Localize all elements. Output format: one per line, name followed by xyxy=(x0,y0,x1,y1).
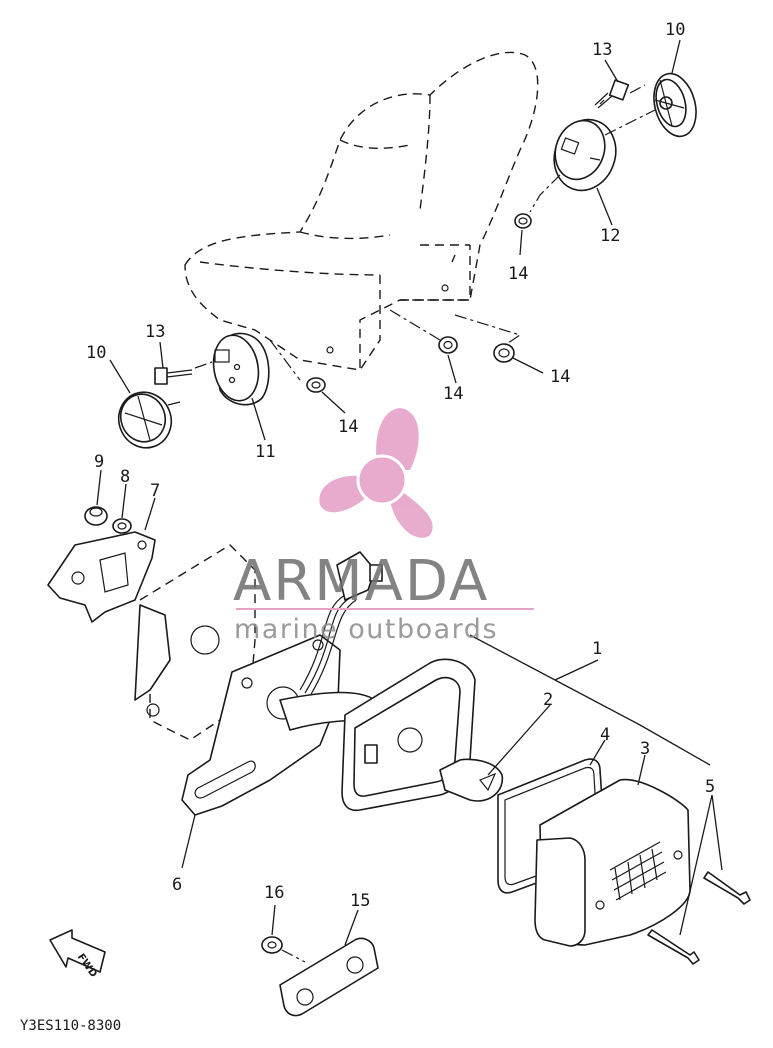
watermark-tagline: marine outboards xyxy=(234,614,498,645)
callout-9: 9 xyxy=(94,452,104,472)
callout-14-center: 14 xyxy=(443,384,463,404)
fwd-arrow-icon: FWD xyxy=(49,929,106,980)
bracket-7 xyxy=(47,531,156,623)
callout-12: 12 xyxy=(600,226,620,246)
reflector-15 xyxy=(279,937,379,1017)
screw-left xyxy=(154,367,193,385)
reflector-left xyxy=(117,391,181,449)
lens-3 xyxy=(534,778,691,947)
callout-13-lower: 13 xyxy=(145,322,165,342)
washer-8 xyxy=(112,518,132,534)
callout-10-upper: 10 xyxy=(665,20,685,40)
callout-16: 16 xyxy=(264,883,284,903)
armada-logo-icon xyxy=(319,408,433,538)
nut-right-upper xyxy=(514,213,532,229)
callout-4: 4 xyxy=(600,725,610,745)
nut-left xyxy=(306,377,326,393)
bulb-2 xyxy=(439,758,504,802)
callout-3: 3 xyxy=(640,739,650,759)
nut-16 xyxy=(261,936,306,963)
leader-lines xyxy=(96,39,723,946)
callout-2: 2 xyxy=(543,690,553,710)
screw-right xyxy=(594,79,630,109)
reflector-right xyxy=(653,72,697,138)
screw-5-upper xyxy=(703,871,751,905)
reflector-housing-right xyxy=(553,118,617,192)
callout-10-lower: 10 xyxy=(86,343,106,363)
callout-numbers: 1 2 3 4 5 6 7 8 9 10 10 11 12 13 13 14 1… xyxy=(86,20,715,911)
callout-8: 8 xyxy=(120,467,130,487)
callout-14-upper: 14 xyxy=(508,264,528,284)
callout-14-right: 14 xyxy=(550,367,570,387)
license-bracket-6 xyxy=(181,634,341,816)
callout-1: 1 xyxy=(592,639,602,659)
wire-harness xyxy=(299,551,383,697)
callout-15: 15 xyxy=(350,891,370,911)
watermark-brand: ARMADA xyxy=(233,549,489,614)
rear-frame-outline xyxy=(184,51,539,371)
reflector-housing-left xyxy=(212,332,270,406)
nut-center xyxy=(438,336,458,354)
lens-grid xyxy=(609,841,667,901)
screw-5-lower xyxy=(647,929,700,965)
callout-6: 6 xyxy=(172,875,182,895)
callout-5: 5 xyxy=(705,777,715,797)
diagram-code: Y3ES110-8300 xyxy=(20,1018,121,1034)
callout-13-upper: 13 xyxy=(592,40,612,60)
callout-7: 7 xyxy=(150,481,160,501)
nut-center-right xyxy=(493,343,515,363)
callout-14-left: 14 xyxy=(338,417,358,437)
bolt-9 xyxy=(84,506,108,526)
callout-11: 11 xyxy=(255,442,275,462)
